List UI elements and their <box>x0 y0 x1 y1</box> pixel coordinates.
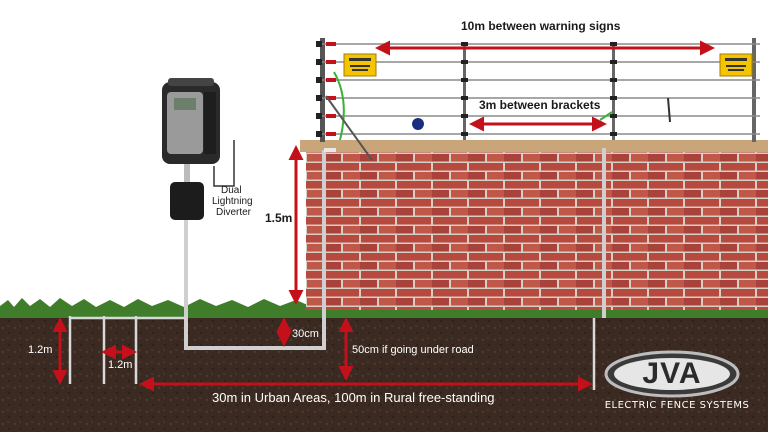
earth-spacing-label: 1.2m <box>108 359 133 371</box>
underground-conduit <box>184 148 606 350</box>
height-label: 1.5m <box>265 211 293 225</box>
wall-cap <box>300 140 768 152</box>
fence-bracket <box>463 42 466 140</box>
diverter-label-line-1: Dual <box>221 185 242 196</box>
fence-monitor-unit <box>412 118 424 130</box>
lead-out-green-wire <box>333 71 345 141</box>
fence-end-post-left <box>320 38 325 142</box>
fence-bracket <box>612 42 615 140</box>
brackets-label: 3m between brackets <box>479 98 601 112</box>
diverter-pipe <box>184 164 190 182</box>
diverter-label-line-2: Lightning <box>212 196 253 207</box>
road-label: 50cm if going under road <box>352 344 474 356</box>
warning-signs-label: 10m between warning signs <box>461 19 621 33</box>
depth-label: 30cm <box>292 328 319 340</box>
warning-sign-left <box>343 53 377 77</box>
corner-strut <box>325 95 373 161</box>
brick-wall <box>306 150 768 310</box>
diverter-label-line-3: Diverter <box>216 207 252 218</box>
fence-wires <box>322 43 760 135</box>
lightning-diverter <box>170 182 204 220</box>
distance-label: 30m in Urban Areas, 100m in Rural free-s… <box>212 390 495 405</box>
logo-subtitle: ELECTRIC FENCE SYSTEMS <box>604 400 750 411</box>
jva-logo <box>604 350 740 398</box>
energiser-earth-lead <box>213 140 235 187</box>
gate-handle <box>667 97 671 123</box>
fence-end-post-right <box>752 38 756 142</box>
tension-springs <box>326 42 336 136</box>
earth-depth-label: 1.2m <box>28 344 53 356</box>
measurement-arrows <box>52 40 715 392</box>
energiser-unit <box>162 78 220 164</box>
logo-wordmark: JVA <box>642 357 702 390</box>
warning-sign-right <box>719 53 753 77</box>
